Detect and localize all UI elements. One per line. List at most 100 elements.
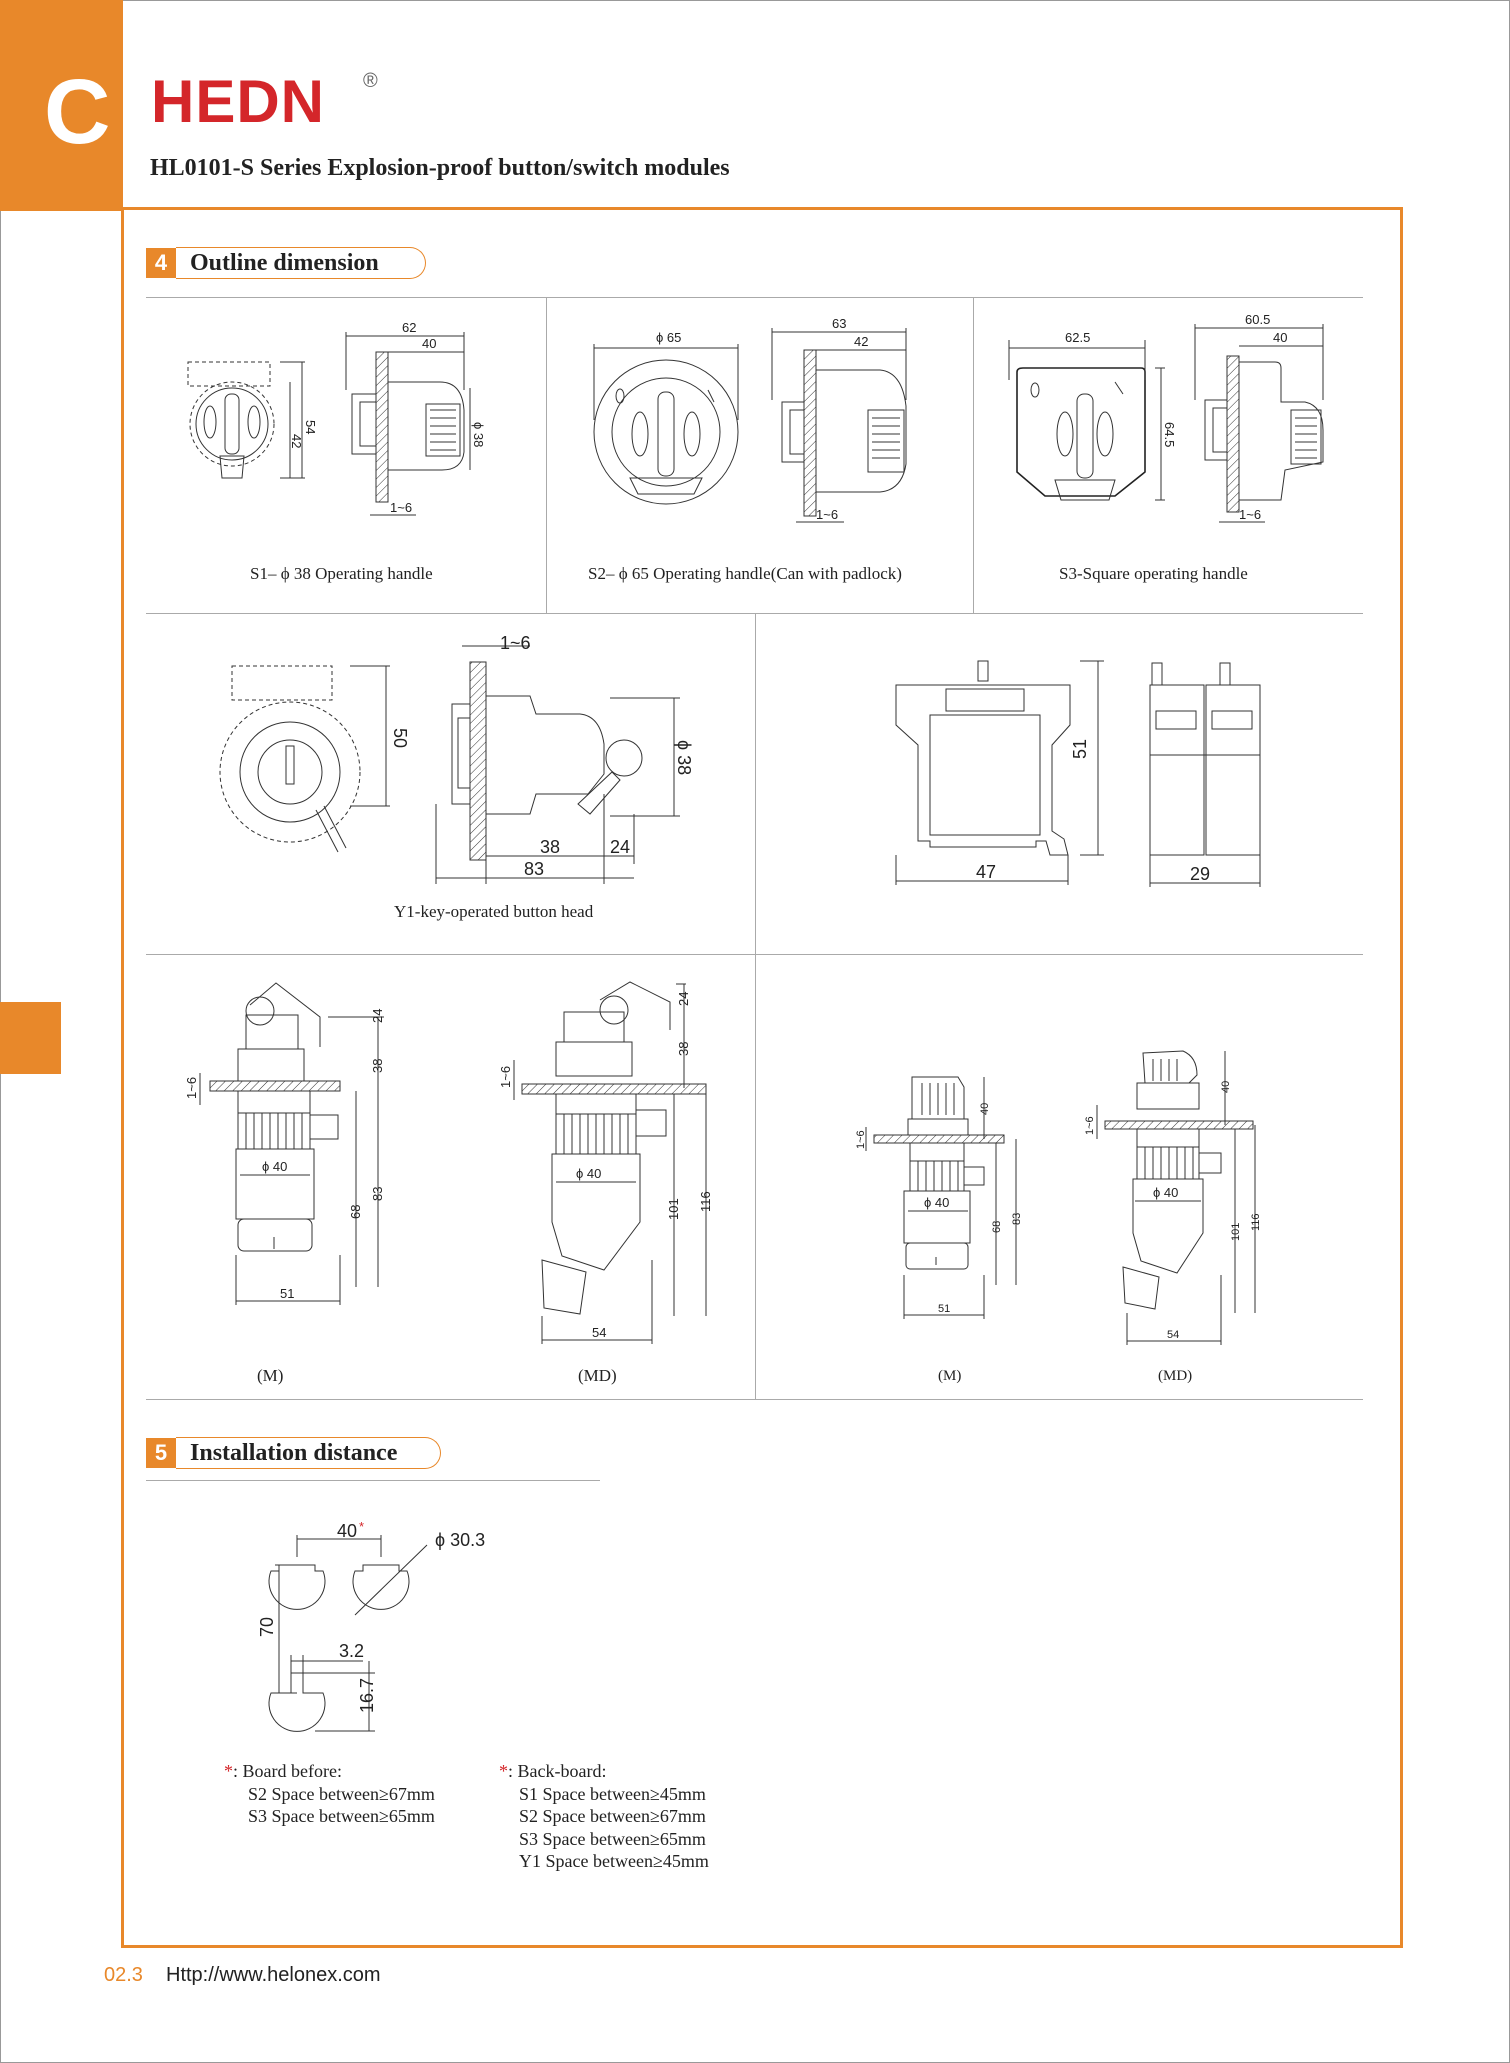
left-md-dim-40: ϕ 40 — [576, 1166, 601, 1181]
y1-dim-24: 24 — [610, 837, 630, 857]
s1-dim-1-6: 1~6 — [390, 500, 412, 515]
left-md-caption: (MD) — [578, 1366, 617, 1385]
y1-dim-1-6: 1~6 — [500, 633, 531, 653]
left-m-dim-40: ϕ 40 — [262, 1159, 287, 1174]
section-5-rule — [146, 1480, 600, 1481]
left-md-dim-54: 54 — [592, 1325, 606, 1340]
back-board-star: * — [499, 1761, 508, 1781]
s3-caption: S3-Square operating handle — [1059, 564, 1248, 583]
installation-distance-drawing: 40 * ϕ 30.3 70 3.2 16.7 — [257, 1519, 485, 1732]
grid-rule — [146, 1399, 1363, 1400]
s1-caption: S1– ϕ 38 Operating handle — [250, 564, 433, 583]
contact-module-drawing: 51 47 29 — [895, 660, 1261, 887]
section-5-label: Installation distance — [176, 1437, 441, 1469]
install-dim-30-3: ϕ 30.3 — [435, 1530, 485, 1550]
s2-handle-drawing: ϕ 65 63 42 1~6 — [593, 316, 907, 523]
left-m-dim-51: 51 — [280, 1286, 294, 1301]
left-md-dim-24: 24 — [676, 992, 691, 1006]
install-dim-3-2: 3.2 — [339, 1641, 364, 1661]
install-dim-star: * — [359, 1519, 364, 1534]
left-md-drawing: ϕ 40 24 38 1~6 101 116 54 — [498, 981, 713, 1344]
right-m-dim-40: 40 — [979, 1103, 991, 1115]
s2-dim-63: 63 — [832, 316, 846, 331]
right-m-drawing: ϕ 40 40 1~6 68 83 51 — [855, 1076, 1023, 1319]
s3-dim-64-5: 64.5 — [1162, 422, 1177, 447]
grid-rule — [146, 613, 1363, 614]
install-dim-16-7: 16.7 — [357, 1678, 377, 1713]
left-md-dim-101: 101 — [666, 1198, 681, 1220]
s3-dim-1-6: 1~6 — [1239, 507, 1261, 522]
right-md-dim-54: 54 — [1167, 1329, 1179, 1341]
left-m-dim-38: 38 — [370, 1059, 385, 1073]
website-link[interactable]: Http://www.helonex.com — [166, 1964, 381, 1986]
s1-handle-drawing: 54 42 62 40 ϕ 38 1~6 — [187, 320, 486, 516]
board-before-line: S2 Space between≥67mm — [248, 1783, 435, 1804]
back-board-line: S1 Space between≥45mm — [519, 1783, 706, 1804]
s2-caption: S2– ϕ 65 Operating handle(Can with padlo… — [588, 564, 902, 583]
right-md-drawing: ϕ 40 40 1~6 101 116 54 — [1084, 1050, 1262, 1345]
board-before-title: : Board before: — [233, 1761, 342, 1781]
s2-dim-1-6: 1~6 — [816, 507, 838, 522]
right-md-dim-101: 101 — [1230, 1223, 1242, 1241]
s1-dim-54: 54 — [303, 420, 318, 434]
brand-name: HEDN — [151, 68, 326, 135]
module-dim-29: 29 — [1190, 864, 1210, 884]
right-m-caption: (M) — [938, 1368, 962, 1384]
right-m-dim-51: 51 — [938, 1303, 950, 1315]
s3-dim-40: 40 — [1273, 330, 1287, 345]
back-board-title: : Back-board: — [508, 1761, 607, 1781]
left-m-dim-68: 68 — [348, 1205, 363, 1219]
page-title: HL0101-S Series Explosion-proof button/s… — [150, 155, 730, 181]
grid-rule — [973, 297, 974, 613]
right-m-dim-1-6: 1~6 — [855, 1130, 867, 1149]
board-before-line: S3 Space between≥65mm — [248, 1806, 435, 1826]
s2-dim-42: 42 — [854, 334, 868, 349]
back-board-notes: *: Back-board: S1 Space between≥45mm S2 … — [499, 1760, 709, 1873]
s1-dim-62: 62 — [402, 320, 416, 335]
module-dim-47: 47 — [976, 862, 996, 882]
section-5-number: 5 — [146, 1438, 176, 1468]
catalog-section-tab: C — [0, 0, 123, 211]
module-dim-51: 51 — [1070, 739, 1090, 759]
left-m-caption: (M) — [257, 1366, 284, 1385]
left-m-dim-1-6: 1~6 — [184, 1077, 199, 1099]
section-4-heading: 4 Outline dimension — [146, 246, 426, 280]
s1-dim-38: ϕ 38 — [471, 422, 486, 447]
content-frame — [121, 207, 1403, 1948]
registered-mark: ® — [363, 70, 378, 92]
left-m-drawing: ϕ 40 24 38 1~6 83 68 51 — [184, 982, 385, 1305]
left-m-dim-24: 24 — [370, 1009, 385, 1023]
brand-logo: HEDN ® — [151, 70, 378, 132]
back-board-line: Y1 Space between≥45mm — [519, 1851, 709, 1871]
left-md-dim-1-6: 1~6 — [498, 1066, 513, 1088]
grid-rule — [546, 297, 547, 613]
right-m-dim-40d: ϕ 40 — [924, 1195, 949, 1210]
board-before-star: * — [224, 1761, 233, 1781]
s3-dim-60-5: 60.5 — [1245, 312, 1270, 327]
install-dim-40: 40 — [337, 1521, 357, 1541]
left-md-dim-116: 116 — [698, 1191, 713, 1212]
right-md-dim-1-6: 1~6 — [1084, 1116, 1096, 1135]
right-md-dim-40d: ϕ 40 — [1153, 1185, 1178, 1200]
section-4-label: Outline dimension — [176, 247, 426, 279]
s3-dim-62-5: 62.5 — [1065, 330, 1090, 345]
side-page-marker — [0, 1002, 61, 1074]
grid-rule — [755, 613, 756, 1399]
s1-dim-42: 42 — [289, 434, 304, 448]
right-md-dim-40: 40 — [1220, 1081, 1232, 1093]
section-5-heading: 5 Installation distance — [146, 1436, 441, 1470]
y1-dim-50: 50 — [390, 728, 410, 748]
y1-key-head-drawing: 50 1~6 ϕ 38 38 24 83 — [219, 633, 694, 884]
back-board-line: S2 Space between≥67mm — [519, 1806, 706, 1826]
left-md-dim-38: 38 — [676, 1042, 691, 1056]
right-m-dim-83: 83 — [1011, 1213, 1023, 1225]
right-md-dim-116: 116 — [1250, 1213, 1262, 1231]
s3-handle-drawing: 62.5 64.5 60.5 40 1~6 — [1008, 312, 1324, 523]
s1-dim-40: 40 — [422, 336, 436, 351]
catalog-section-letter: C — [44, 61, 111, 163]
page-number: 02.3 — [104, 1964, 143, 1986]
y1-dim-38: ϕ 38 — [674, 740, 694, 775]
s2-dim-65: ϕ 65 — [656, 330, 681, 345]
y1-dim-83: 83 — [524, 859, 544, 879]
right-md-caption: (MD) — [1158, 1368, 1193, 1384]
